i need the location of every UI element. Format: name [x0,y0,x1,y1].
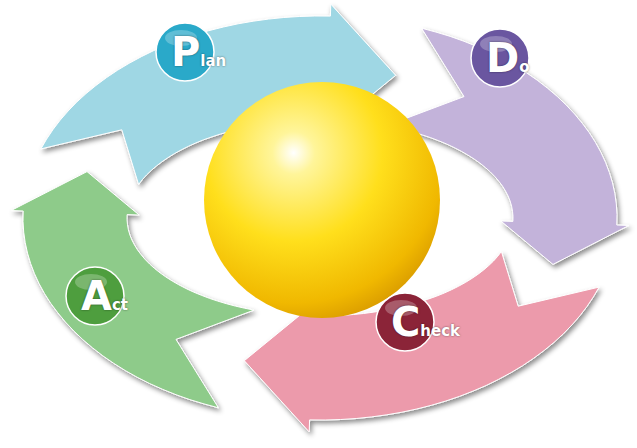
phase-label: Act [65,266,128,335]
phase-badge: Act [65,266,133,326]
phase-badge: Plan [155,22,231,82]
phase-label: Check [375,292,460,361]
phase-label: Do [470,28,530,97]
phase-label: Plan [155,22,226,91]
phase-badge: Check [375,292,465,352]
phase-badge: Do [470,28,534,88]
center-sphere [204,82,440,318]
